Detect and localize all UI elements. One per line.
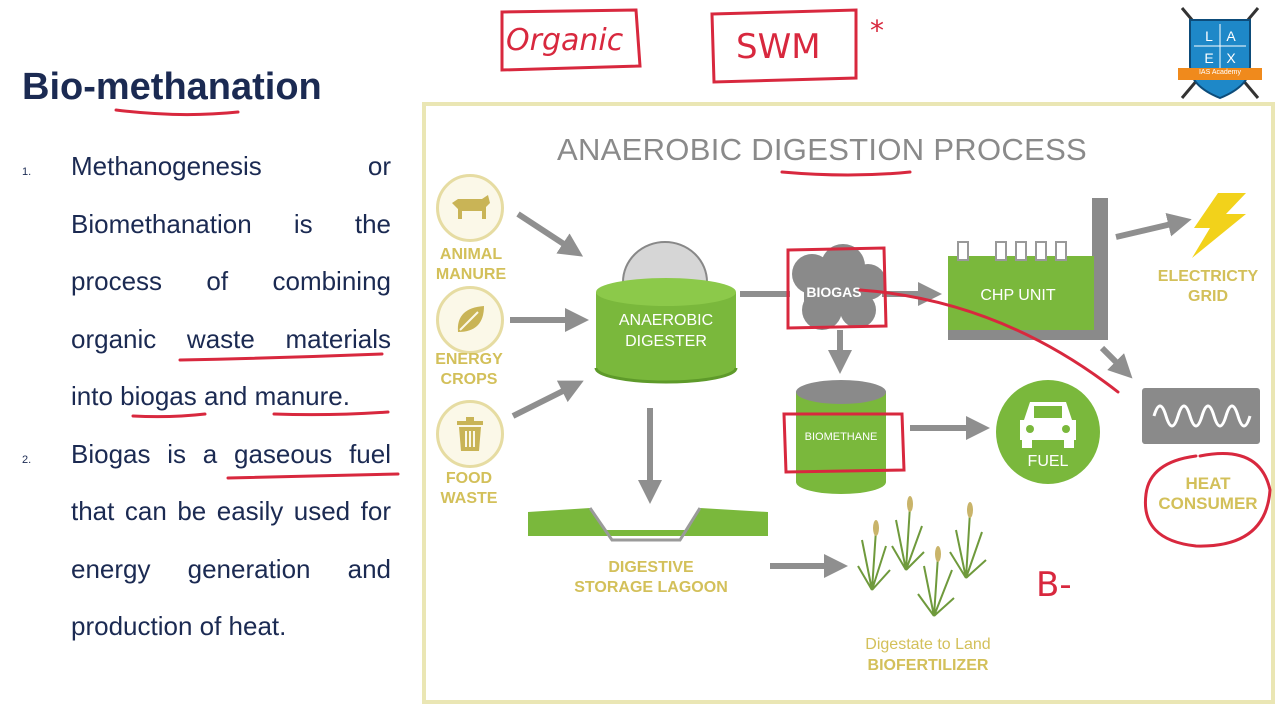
label-line: Digestate to Land — [865, 636, 991, 653]
label-line: WASTE — [440, 490, 498, 507]
wheat-heads — [873, 496, 973, 562]
label-line: FOOD — [445, 470, 493, 487]
heat-consumer-label: HEAT CONSUMER — [1148, 474, 1268, 514]
storage-lagoon — [528, 507, 768, 542]
digestate-label: Digestate to Land BIOFERTILIZER — [830, 634, 1026, 676]
label-line: ANIMAL — [439, 246, 503, 263]
logo-ribbon: IAS Academy — [1198, 69, 1242, 76]
cow-icon — [436, 174, 504, 242]
bullet-item-2: 2. Biogas is a gaseous fuel that can be … — [0, 426, 400, 656]
slide-title: Bio-methanation — [22, 66, 322, 108]
logo-letter: L — [1205, 28, 1213, 44]
bullet-number: 1. — [22, 166, 32, 178]
label-line: STORAGE LAGOON — [574, 579, 728, 596]
laex-logo: L A E X IAS Academy — [1178, 6, 1262, 102]
label-line: ENERGY — [435, 351, 503, 368]
input-label-animal-manure: ANIMAL MANURE — [428, 245, 514, 285]
electricity-grid-label: ELECTRICTY GRID — [1148, 267, 1268, 307]
arrow-chp-to-electricity — [1115, 213, 1192, 240]
lightning-icon — [1192, 193, 1246, 258]
trash-bin-icon — [436, 400, 504, 468]
bullet-text: Biogas is a gaseous fuel that can be eas… — [71, 438, 391, 642]
heat-radiator — [1142, 388, 1260, 444]
arrow-animal-to-digester — [516, 211, 584, 257]
label-line: CROPS — [440, 371, 498, 388]
leaf-icon — [436, 286, 504, 354]
arrow-chp-to-heat — [1099, 345, 1133, 379]
bullet-item-1: 1. Methanogenesis or Biomethanation is t… — [0, 138, 400, 426]
input-label-energy-crops: ENERGY CROPS — [426, 350, 512, 390]
label-line: DIGESTER — [625, 333, 707, 350]
bullet-list: 1. Methanogenesis or Biomethanation is t… — [0, 138, 400, 656]
label-line: MANURE — [435, 266, 507, 283]
car-icon — [1020, 402, 1076, 448]
bullet-number: 2. — [22, 453, 32, 466]
grass-icon — [857, 505, 987, 617]
biomethane-label: BIOMETHANE — [804, 431, 878, 443]
label-line: GRID — [1188, 288, 1228, 305]
label-line: DIGESTIVE — [608, 559, 694, 576]
chp-label: CHP UNIT — [980, 287, 1056, 304]
digester-label: ANAEROBIC DIGESTER — [596, 310, 736, 352]
label-line: BIOFERTILIZER — [867, 657, 989, 674]
label-line: HEAT — [1185, 474, 1231, 493]
label-line: ELECTRICTY — [1157, 268, 1259, 285]
label-line: CONSUMER — [1158, 494, 1258, 513]
logo-letter: A — [1226, 28, 1236, 44]
bullet-text: Methanogenesis or Biomethanation is the … — [71, 151, 391, 411]
arrow-food-to-digester — [511, 380, 584, 419]
logo-letter: X — [1226, 50, 1236, 66]
digester-tank — [594, 241, 738, 384]
biogas-label: BIOGAS — [806, 284, 862, 300]
lagoon-label: DIGESTIVE STORAGE LAGOON — [556, 558, 746, 598]
diagram-title: ANAEROBIC DIGESTION PROCESS — [557, 132, 1088, 167]
logo-letter: E — [1204, 50, 1214, 66]
label-line: ANAEROBIC — [618, 312, 714, 329]
input-label-food-waste: FOOD WASTE — [426, 469, 512, 509]
fuel-label: FUEL — [1027, 453, 1069, 470]
chp-unit — [948, 198, 1108, 340]
